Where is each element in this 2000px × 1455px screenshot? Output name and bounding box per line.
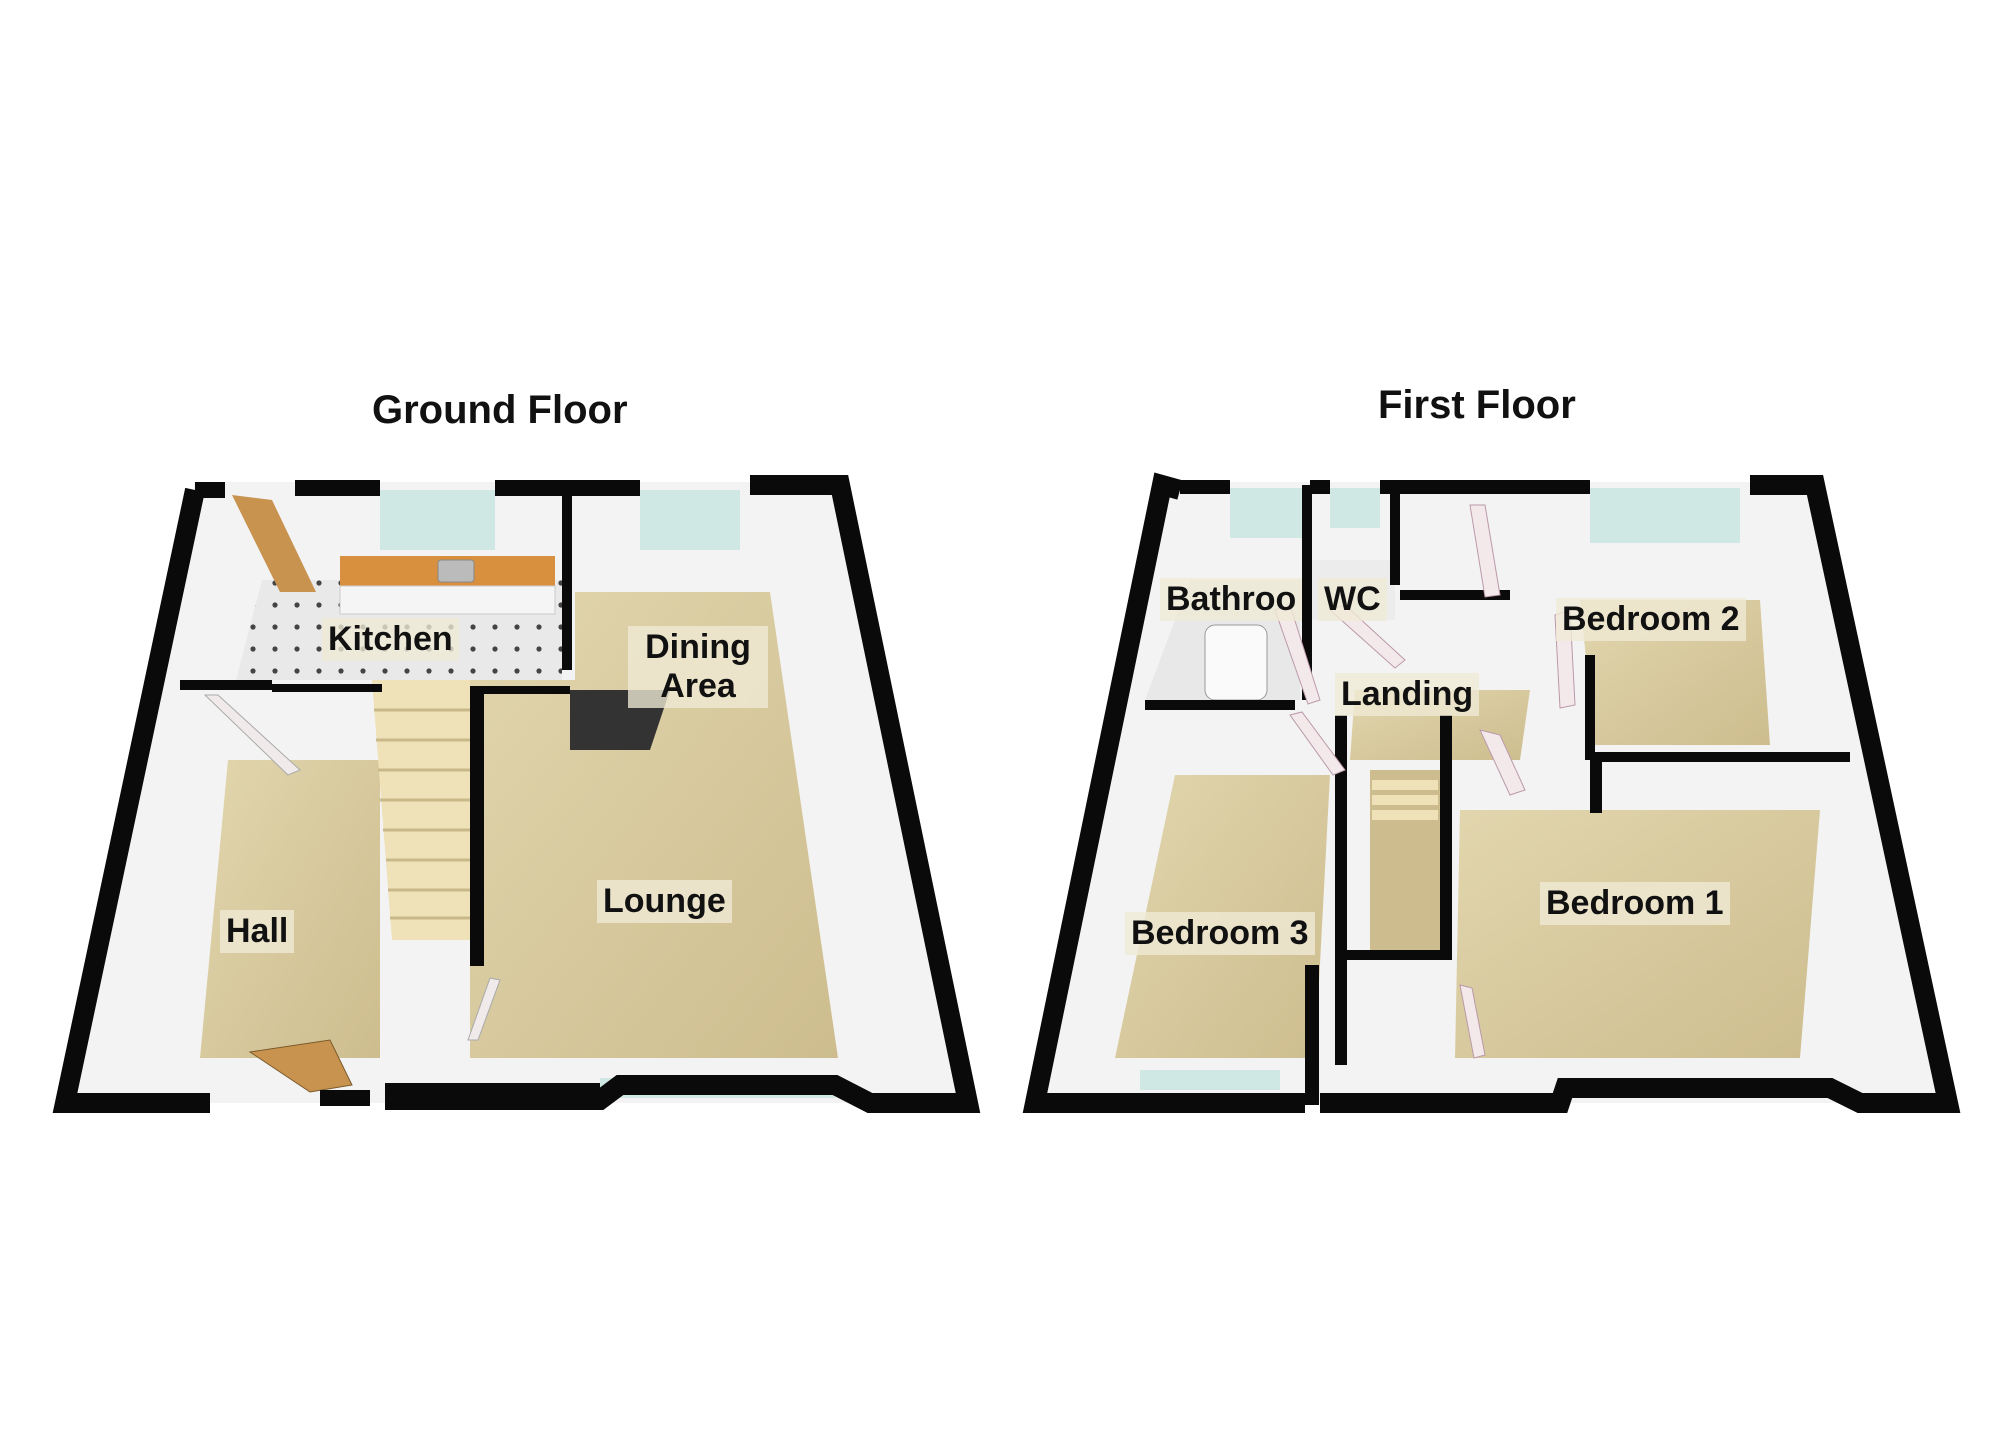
bedroom1-north-wall xyxy=(1590,758,1602,813)
ground-floor-outer-walls xyxy=(52,487,210,1113)
bathroom-window xyxy=(1230,488,1310,538)
hall-floor xyxy=(200,760,380,1058)
bedroom-2-wardrobe-door xyxy=(1469,504,1501,598)
bedroom-3-window xyxy=(1140,1070,1280,1090)
cupboard-door xyxy=(1459,984,1486,1059)
bedroom2-west-wall xyxy=(1585,655,1595,760)
bedroom-1-floor xyxy=(1455,810,1820,1058)
lounge-door xyxy=(467,977,501,1041)
room-label-landing: Landing xyxy=(1335,673,1480,717)
bedroom3-bedroom1-wall xyxy=(1305,965,1319,1105)
room-label-kitchen: Kitchen xyxy=(322,618,459,662)
room-label-bathroom: Bathroo xyxy=(1160,578,1303,622)
bedroom-2-window xyxy=(1590,488,1740,543)
stair-lounge-wall xyxy=(470,686,484,966)
stairwell-bottom-wall xyxy=(1345,950,1450,960)
bath xyxy=(1204,624,1268,701)
hall-kitchen-door xyxy=(203,694,301,776)
room-label-hall: Hall xyxy=(220,910,295,954)
first-floor-stairs xyxy=(1372,780,1438,820)
bathroom-bedroom3-wall xyxy=(1145,700,1295,710)
wc-window xyxy=(1330,488,1380,528)
first-floor-outer-walls-right xyxy=(1320,475,1961,1113)
kitchen-hall-wall xyxy=(180,680,272,690)
ground-floor-plan xyxy=(52,475,981,1113)
stair-dining-wall xyxy=(480,686,570,694)
bedroom2-south-wall xyxy=(1590,752,1850,762)
first-floor-plan xyxy=(1022,472,1961,1113)
front-door xyxy=(248,1039,353,1093)
kitchen-dining-wall xyxy=(562,490,572,670)
first-floor-outer-walls xyxy=(1022,472,1305,1113)
bedroom2-landing-wall xyxy=(1400,590,1510,600)
kitchen-door xyxy=(232,495,316,592)
room-label-bedroom-3: Bedroom 3 xyxy=(1125,912,1315,956)
stairwell-right-wall xyxy=(1440,715,1452,960)
room-label-wc: WC xyxy=(1318,578,1387,622)
room-label-bedroom-1: Bedroom 1 xyxy=(1540,882,1730,926)
kitchen-stair-wall xyxy=(272,684,382,692)
sink xyxy=(437,559,475,583)
kitchen-units xyxy=(339,585,556,615)
ground-floor-title: Ground Floor xyxy=(372,388,628,432)
dining-lounge-floor xyxy=(470,592,838,1058)
bath-wc-wall xyxy=(1302,485,1312,700)
ground-floor-outer-walls-right xyxy=(385,475,981,1113)
bedroom-3-door xyxy=(1289,711,1346,776)
stairwell-left-wall xyxy=(1335,715,1347,1065)
bedroom-1-door xyxy=(1479,729,1526,796)
room-label-dining-area: Dining Area xyxy=(628,626,768,709)
ground-stairs xyxy=(372,680,470,940)
first-floor-title: First Floor xyxy=(1378,383,1576,427)
kitchen-window xyxy=(380,490,495,550)
wc-bedroom2-wall xyxy=(1390,485,1400,585)
room-label-bedroom-2: Bedroom 2 xyxy=(1556,598,1746,642)
room-label-lounge: Lounge xyxy=(597,880,732,924)
dining-window xyxy=(640,490,740,550)
